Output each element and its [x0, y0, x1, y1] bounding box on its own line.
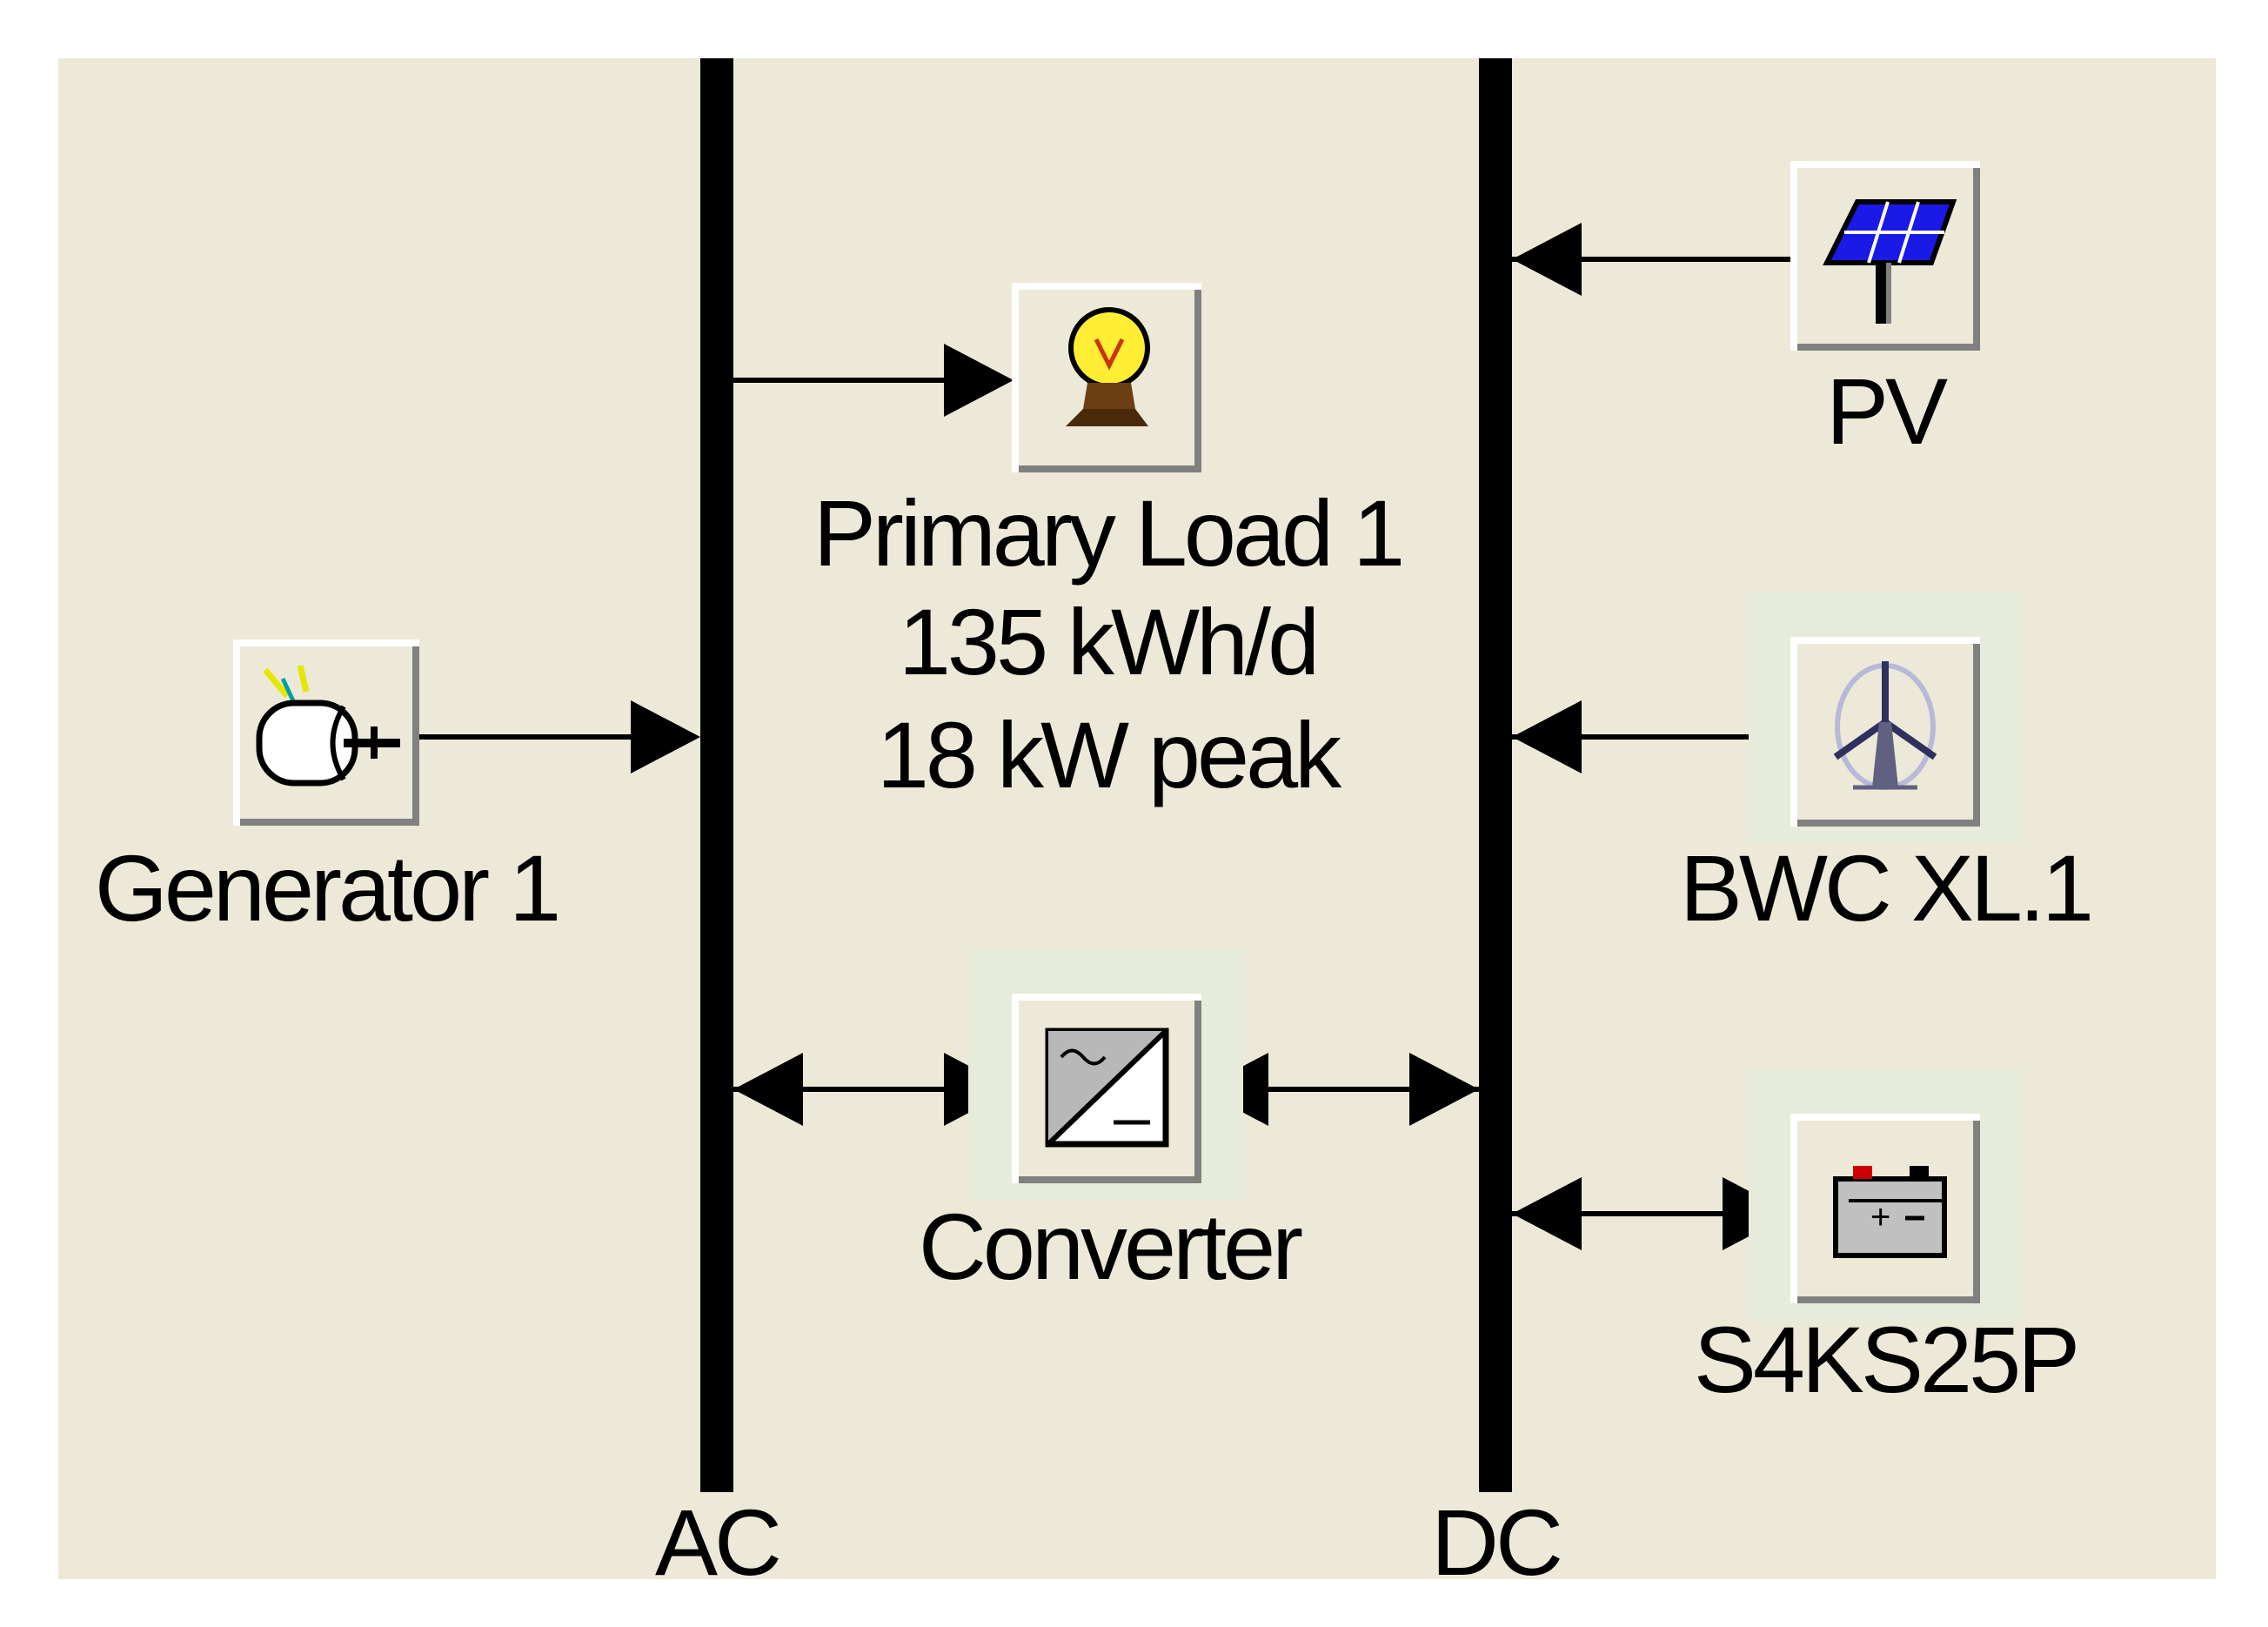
primary-load-label: Primary Load 1 — [813, 480, 1402, 586]
battery-icon: + — [1833, 1166, 1947, 1258]
generator-to-ac-arrow — [631, 700, 700, 773]
converter-button[interactable] — [1012, 994, 1201, 1183]
svg-text:+: + — [1870, 1198, 1890, 1236]
light-bulb-icon — [1066, 307, 1150, 426]
dc-bus-label: DC — [1431, 1490, 1560, 1595]
wind-turbine-button[interactable] — [1790, 637, 1980, 827]
dc-bus[interactable] — [1479, 58, 1512, 1492]
ac-bus[interactable] — [700, 58, 733, 1492]
primary-load-peak: 18 kW peak — [877, 702, 1342, 807]
converter-label: Converter — [919, 1194, 1302, 1299]
converter-dc-arrow-right — [1409, 1053, 1479, 1126]
generator-icon — [256, 665, 400, 787]
wind-turbine-icon — [1833, 661, 1937, 790]
ac-converter-arrow-left — [733, 1053, 803, 1126]
battery-label: S4KS25P — [1694, 1307, 2077, 1412]
primary-load-button[interactable] — [1012, 283, 1201, 472]
ac-to-load-arrow — [944, 344, 1014, 417]
pv-label: PV — [1826, 358, 1948, 464]
converter-icon — [1045, 1028, 1169, 1148]
pv-to-dc-arrow — [1512, 223, 1582, 296]
wind-to-dc-arrow — [1512, 700, 1582, 773]
primary-load-energy: 135 kWh/d — [899, 589, 1316, 694]
generator-label: Generator 1 — [95, 835, 558, 941]
ac-bus-label: AC — [655, 1490, 779, 1595]
pv-button[interactable] — [1790, 161, 1980, 351]
wind-turbine-label: BWC XL.1 — [1680, 835, 2091, 941]
solar-panel-icon — [1823, 199, 1957, 324]
dc-battery-arrow-left — [1512, 1177, 1582, 1250]
generator-button[interactable] — [233, 639, 419, 826]
battery-button[interactable]: + — [1790, 1114, 1980, 1303]
